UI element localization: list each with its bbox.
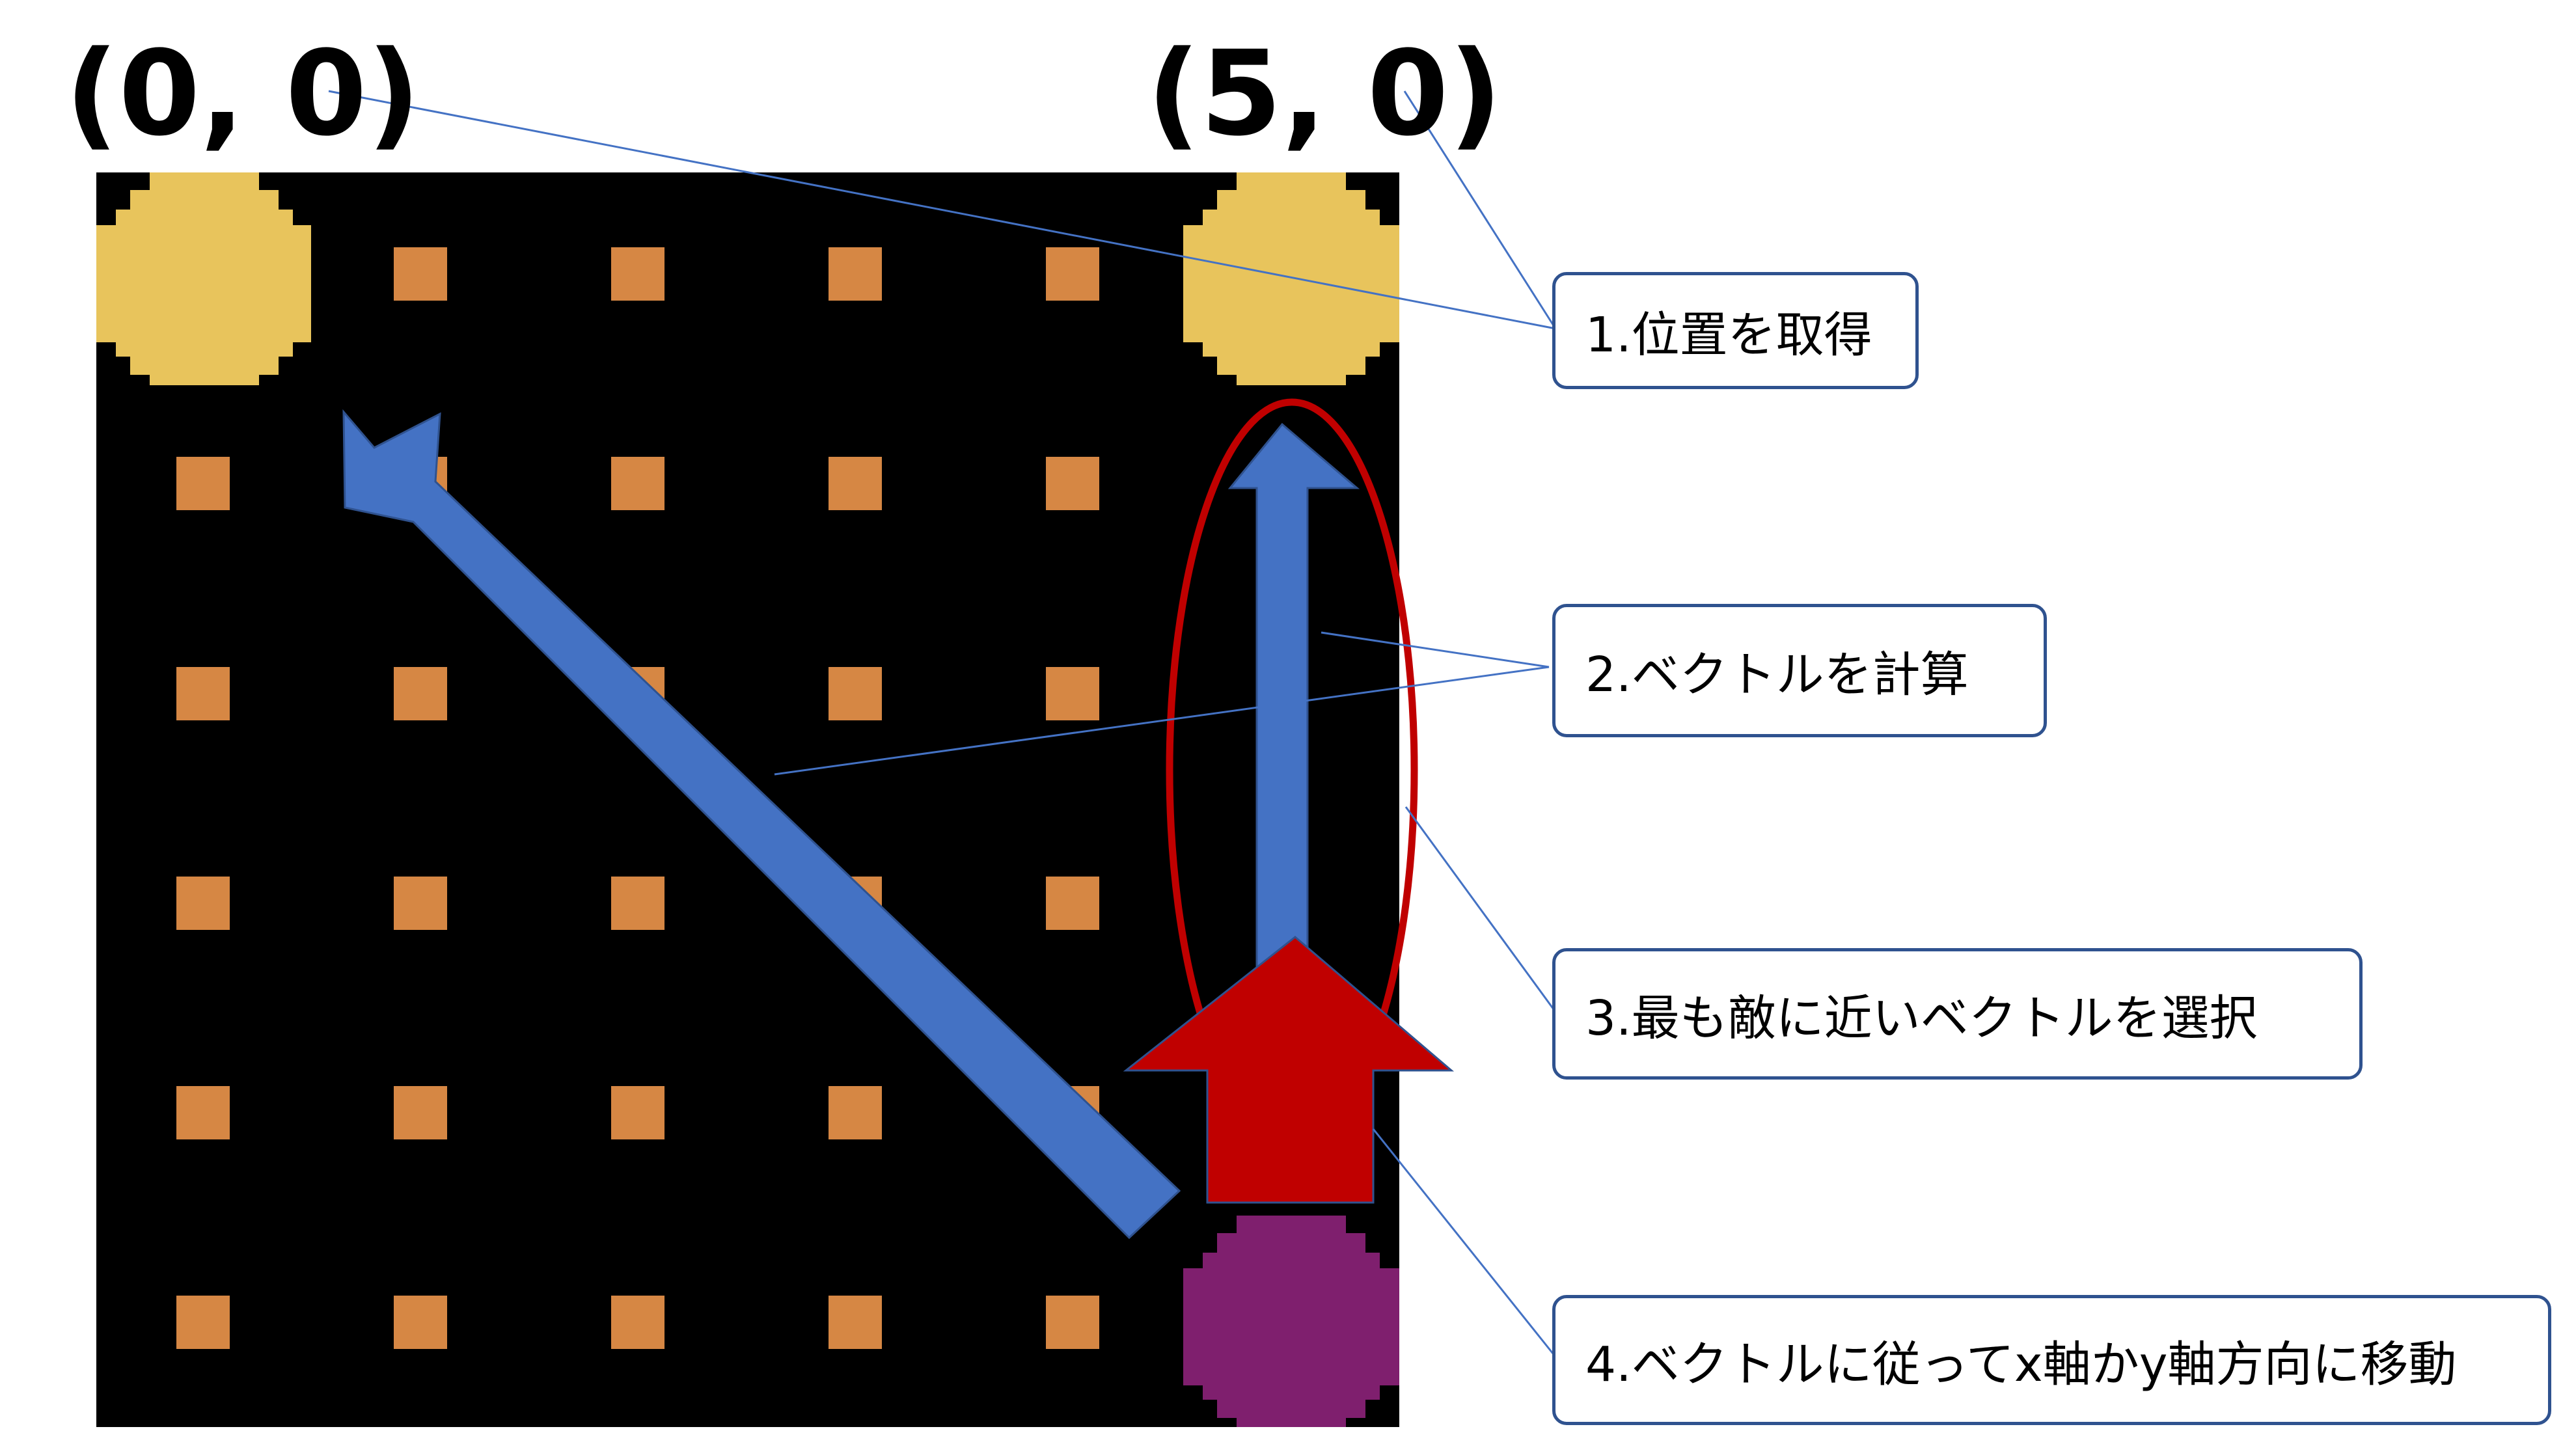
grid-dot	[394, 877, 447, 930]
grid-dot	[829, 1296, 882, 1349]
grid-dot	[611, 1296, 665, 1349]
grid-dot	[394, 1296, 447, 1349]
callout-step-1: 1.位置を取得	[1552, 272, 1919, 389]
grid-dot	[1046, 457, 1099, 510]
leader-line-move-arrow	[1372, 1128, 1557, 1357]
grid-dot	[1046, 877, 1099, 930]
grid-dot	[176, 457, 230, 510]
grid-dot	[1046, 667, 1099, 720]
grid-dot	[1046, 1296, 1099, 1349]
grid-dot	[394, 247, 447, 301]
leader-line-ellipse	[1404, 806, 1557, 1013]
vector-arrow-diagonal	[342, 409, 1181, 1240]
grid-dot	[611, 457, 665, 510]
leader-line-diagonal-vector	[774, 666, 1550, 776]
yellow-piece-origin	[96, 172, 311, 385]
leader-line-vertical-vector	[1321, 631, 1550, 668]
vector-arrow-vertical	[1227, 422, 1360, 990]
grid-dot	[1046, 247, 1099, 301]
grid-dot	[394, 1086, 447, 1139]
grid-dot	[611, 1086, 665, 1139]
grid-dot	[829, 667, 882, 720]
coord-label-five-zero: (5, 0)	[1147, 26, 1503, 162]
callout-step-3: 3.最も敵に近いベクトルを選択	[1552, 948, 2363, 1080]
leader-line-origin	[328, 90, 1556, 330]
grid-dot	[176, 877, 230, 930]
grid-dot	[176, 1296, 230, 1349]
leader-lines	[328, 90, 1557, 1357]
callout-step-4: 4.ベクトルに従ってx軸かy軸方向に移動	[1552, 1295, 2551, 1425]
grid-dot	[829, 457, 882, 510]
callout-step-2: 2.ベクトルを計算	[1552, 604, 2047, 737]
grid-dot	[611, 247, 665, 301]
grid-dot	[176, 1086, 230, 1139]
yellow-piece-five-zero	[1183, 172, 1399, 385]
grid-dot	[611, 877, 665, 930]
grid-dot	[829, 247, 882, 301]
grid-dot	[829, 1086, 882, 1139]
grid-dot	[176, 667, 230, 720]
coord-label-origin: (0, 0)	[65, 26, 421, 162]
leader-line-five-zero	[1403, 90, 1557, 329]
purple-player-piece	[1183, 1216, 1399, 1427]
grid-dot	[394, 667, 447, 720]
move-arrow	[1123, 936, 1455, 1204]
